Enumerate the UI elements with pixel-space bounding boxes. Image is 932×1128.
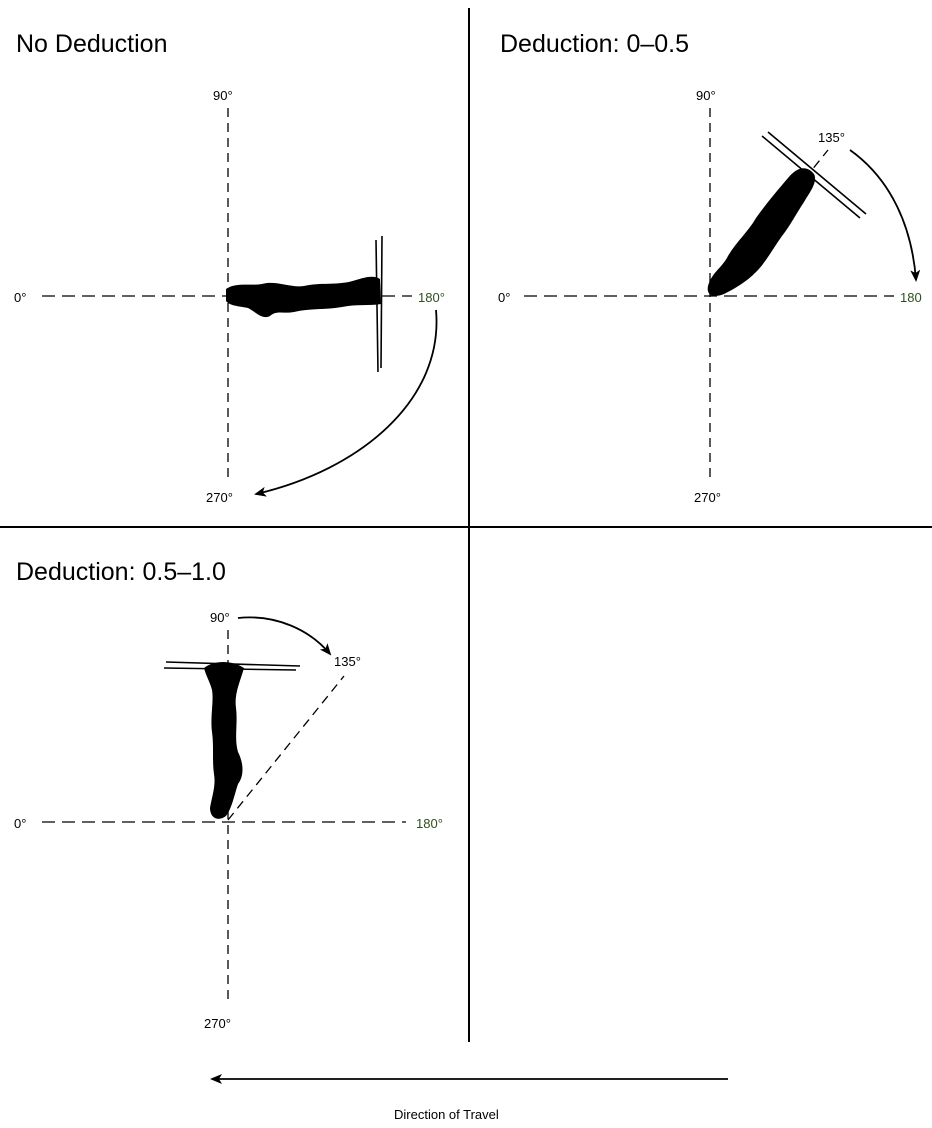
panel-title: Deduction: 0–0.5 (500, 30, 689, 58)
label-270: 270° (694, 490, 721, 505)
label-0: 0° (14, 816, 26, 831)
ski-1 (165, 661, 301, 667)
label-90: 90° (696, 88, 716, 103)
rotation-arrow (237, 616, 332, 656)
ski-1 (375, 239, 379, 373)
rotation-arrow (254, 309, 438, 497)
direction-of-travel: Direction of Travel (210, 1074, 728, 1122)
label-0: 0° (14, 290, 26, 305)
skier-silhouette (707, 168, 816, 296)
ski-2 (163, 667, 297, 671)
label-180: 180° (416, 816, 443, 831)
label-270: 270° (206, 490, 233, 505)
label-135: 135° (818, 130, 845, 145)
label-90: 90° (213, 88, 233, 103)
label-90: 90° (210, 610, 230, 625)
label-270: 270° (204, 1016, 231, 1031)
panel-title: Deduction: 0.5–1.0 (16, 558, 226, 586)
label-0: 0° (498, 290, 510, 305)
skier-silhouette (226, 276, 381, 318)
ski-1 (761, 135, 861, 219)
panel-title: No Deduction (16, 30, 167, 58)
label-135: 135° (334, 654, 361, 669)
panel-deduction-0.5-1.0: Deduction: 0.5–1.0 90° 135° 0° 180° 270° (14, 558, 443, 1031)
ski-2 (380, 235, 383, 369)
direction-caption: Direction of Travel (394, 1107, 499, 1122)
panel-no-deduction: No Deduction 90° 0° 180° 270° (14, 30, 445, 505)
rotation-arrow (849, 149, 921, 282)
label-180: 180° (418, 290, 445, 305)
ski-2 (767, 131, 867, 215)
diagonal-135-axis (227, 675, 345, 821)
skier-silhouette (204, 662, 244, 819)
panel-deduction-0-0.5: Deduction: 0–0.5 90° 135° 0° 180 270° (498, 30, 922, 505)
label-180: 180 (900, 290, 922, 305)
